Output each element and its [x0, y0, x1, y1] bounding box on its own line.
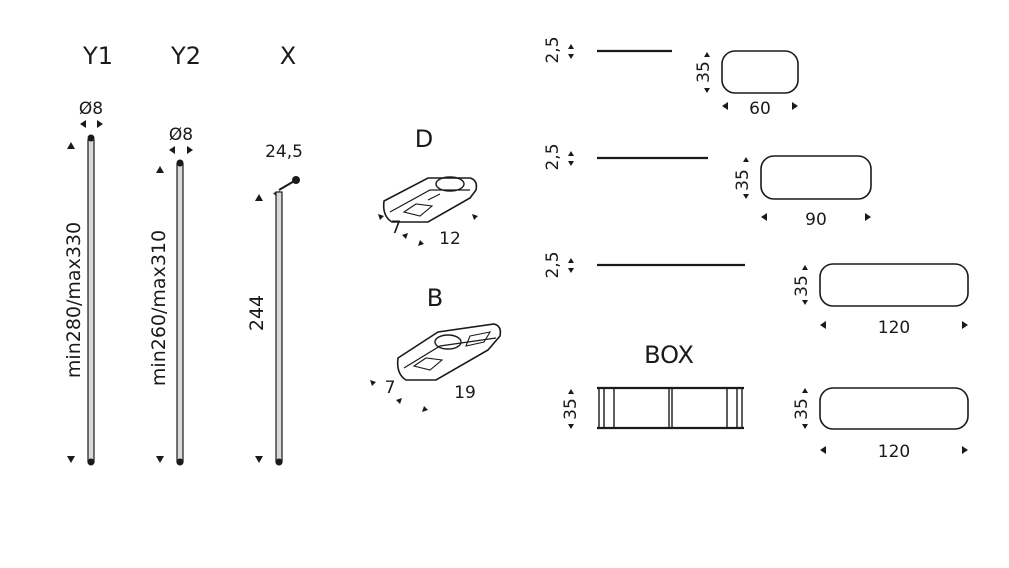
shelf-depth: 35 — [694, 61, 714, 83]
pole-x-end-size: 24,5 — [265, 142, 303, 162]
pole-y1-label: Y1 — [82, 42, 113, 70]
depth-arrows-icon — [802, 388, 808, 429]
bracket-b-label: B — [427, 284, 443, 312]
pole-y2-diameter-arrows-icon — [169, 146, 193, 154]
pole-x-base — [275, 458, 283, 466]
pole-y2-height: min260/max310 — [148, 230, 170, 386]
box-label: BOX — [644, 341, 694, 369]
height-arrow-top-icon — [67, 142, 75, 149]
width-arrow-left-icon — [722, 102, 728, 110]
pole-y1: Y1 Ø8 min280/max330 — [63, 42, 113, 466]
shelf-thickness: 2,5 — [543, 143, 563, 170]
dimension-arrow-icon — [402, 233, 408, 239]
shelf-thickness: 2,5 — [543, 36, 563, 63]
width-arrow-left-icon — [820, 321, 826, 329]
width-arrow-left-icon — [761, 213, 767, 221]
pole-y2-label: Y2 — [170, 42, 201, 70]
dimension-arrow-icon — [378, 214, 384, 220]
shelf-width: 120 — [878, 318, 910, 338]
width-arrow-right-icon — [962, 446, 968, 454]
pole-x-height: 244 — [246, 295, 268, 331]
shelf-thickness: 2,5 — [543, 251, 563, 278]
pole-y2-base — [176, 458, 184, 466]
height-arrows-icon — [568, 389, 574, 429]
shelf-top-view — [760, 155, 872, 200]
height-arrow-top-icon — [156, 166, 164, 173]
dimension-arrow-icon — [422, 406, 428, 412]
box-width: 120 — [878, 442, 910, 462]
pole-y2-rod — [176, 163, 184, 463]
box-height: 35 — [561, 398, 581, 420]
pole-y1-rod — [87, 139, 95, 463]
shelf-top-view — [819, 263, 969, 307]
pole-y2: Y2 Ø8 min260/max310 — [148, 42, 201, 466]
bracket-b: B 7 19 — [370, 284, 502, 412]
pole-x-label: X — [280, 42, 296, 70]
shelf-depth: 35 — [792, 275, 812, 297]
pole-y1-diameter-arrows-icon — [80, 120, 103, 128]
shelf-120: 2,5 35 120 — [543, 251, 969, 338]
pole-y1-height: min280/max330 — [63, 222, 85, 378]
width-arrow-left-icon — [820, 446, 826, 454]
box-depth: 35 — [792, 398, 812, 420]
height-arrow-top-icon — [255, 194, 263, 201]
pole-x-angled-end — [278, 176, 300, 191]
box: BOX 35 35 120 — [561, 341, 969, 462]
shelf-60: 2,5 35 60 — [543, 36, 799, 119]
shelf-depth: 35 — [733, 169, 753, 191]
shelf-90: 2,5 35 90 — [543, 143, 872, 230]
pole-y1-base — [87, 458, 95, 466]
dimension-arrow-icon — [472, 214, 478, 220]
bracket-d-width: 7 — [391, 218, 402, 238]
shelf-width: 60 — [749, 99, 771, 119]
box-front-view — [597, 386, 744, 430]
bracket-b-width: 7 — [385, 378, 396, 398]
bracket-b-length: 19 — [454, 383, 476, 403]
thickness-arrows-icon — [568, 258, 574, 273]
depth-arrows-icon — [802, 265, 808, 305]
width-arrow-right-icon — [792, 102, 798, 110]
box-top-view — [819, 387, 969, 430]
dimension-arrow-icon — [396, 398, 402, 404]
bracket-d: D 7 12 — [378, 125, 478, 249]
shelf-width: 90 — [805, 210, 827, 230]
bracket-d-label: D — [415, 125, 433, 153]
width-arrow-right-icon — [962, 321, 968, 329]
depth-arrows-icon — [743, 157, 749, 199]
pole-x: X 24,5 244 — [246, 42, 303, 466]
height-arrow-bottom-icon — [67, 456, 75, 463]
bracket-d-drawing — [382, 176, 478, 223]
height-arrow-bottom-icon — [156, 456, 164, 463]
pole-y1-cap — [87, 134, 95, 142]
depth-arrows-icon — [704, 52, 710, 93]
dimension-arrow-icon — [418, 240, 424, 246]
dimension-arrow-icon — [370, 380, 376, 386]
pole-y1-diameter: Ø8 — [79, 99, 103, 119]
pole-y2-diameter: Ø8 — [169, 125, 193, 145]
pole-x-rod — [275, 191, 283, 463]
thickness-arrows-icon — [568, 151, 574, 166]
thickness-arrows-icon — [568, 44, 574, 59]
width-arrow-right-icon — [865, 213, 871, 221]
height-arrow-bottom-icon — [255, 456, 263, 463]
bracket-d-length: 12 — [439, 229, 461, 249]
bracket-b-drawing — [396, 323, 502, 381]
pole-y2-cap — [176, 159, 184, 167]
shelf-top-view — [721, 50, 799, 94]
